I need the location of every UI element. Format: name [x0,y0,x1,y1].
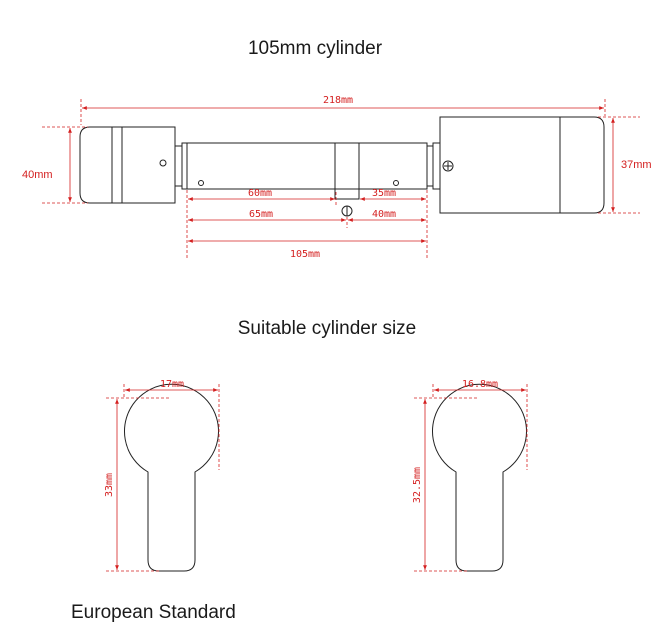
profile-b-height: 32.5mm [412,467,423,503]
profile-b: 16.8mm 32.5mm [412,379,528,572]
diagram-title: 105mm cylinder [247,38,383,59]
profile-b-width: 16.8mm [462,379,498,390]
dim-right-height: 37mm [621,159,652,171]
cylinder-body [186,142,428,190]
left-knob [79,126,176,204]
right-knob [439,116,605,214]
section-title: Suitable cylinder size [237,318,417,339]
dim-60: 60mm [248,188,272,199]
dim-65: 65mm [249,209,273,220]
cylinder-dimension-labels: 218mm 40mm 37mm 60mm 35mm 65mm 40mm 105m… [22,95,652,260]
standard-label: European Standard [71,602,236,623]
left-collar [174,145,183,187]
cylinder-dimensions [42,99,640,258]
dim-body-length: 105mm [290,249,320,260]
profile-a-outline [124,383,219,572]
dim-35: 35mm [372,188,396,199]
profile-a: 17mm 33mm [104,379,220,572]
profile-b-outline [432,383,527,572]
cylinder-drawing [79,116,605,217]
dim-left-height: 40mm [22,169,53,181]
left-knob-screw [159,159,167,167]
profile-a-height: 33mm [104,473,115,497]
profile-a-width: 17mm [160,379,184,390]
right-knob-screw [442,160,454,172]
dim-overall-length: 218mm [323,95,353,106]
cam [334,142,360,200]
right-collar [426,145,434,187]
dim-40: 40mm [372,209,396,220]
